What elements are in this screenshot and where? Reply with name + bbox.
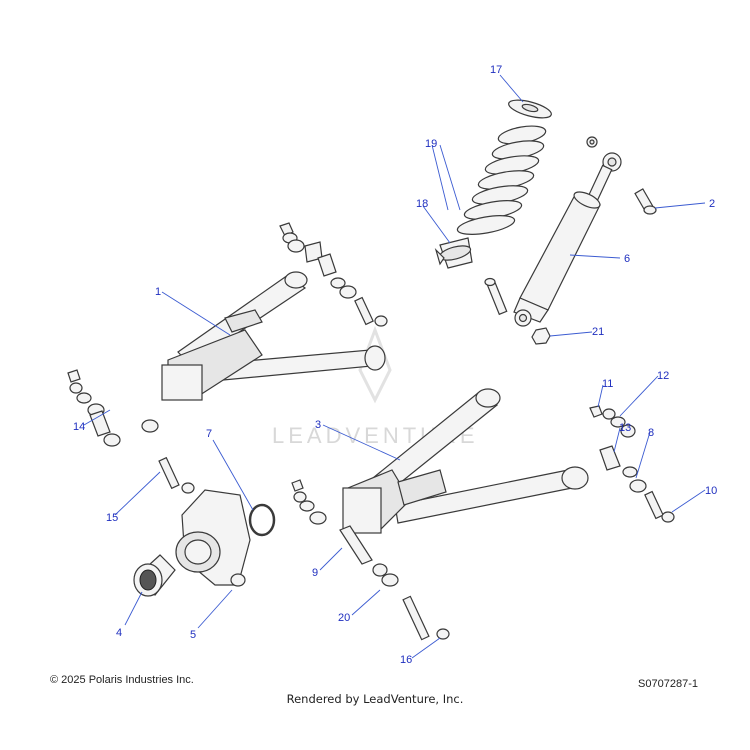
callout-8: 8 — [648, 427, 654, 439]
callout-16: 16 — [400, 654, 412, 666]
copyright-text: © 2025 Polaris Industries Inc. — [50, 674, 194, 686]
part-7-snap-ring[interactable] — [248, 503, 276, 537]
callout-20: 20 — [338, 612, 350, 624]
callout-10: 10 — [705, 485, 717, 497]
upper-arm-hardware[interactable] — [279, 222, 388, 327]
callout-11: 11 — [602, 378, 613, 390]
callout-5: 5 — [190, 629, 196, 641]
callout-3: 3 — [315, 419, 321, 431]
leader-lines — [83, 74, 706, 659]
shock-top-nut[interactable] — [586, 136, 598, 148]
part-19-coil-spring[interactable] — [456, 123, 547, 238]
callout-21: 21 — [592, 326, 604, 338]
callout-7: 7 — [206, 428, 212, 440]
callout-14: 14 — [73, 421, 85, 433]
callout-6: 6 — [624, 253, 630, 265]
part-21-nut[interactable] — [531, 327, 551, 345]
callout-15: 15 — [106, 512, 118, 524]
callout-19: 19 — [425, 138, 437, 150]
callout-13: 13 — [619, 422, 631, 434]
callout-18: 18 — [416, 198, 428, 210]
callout-12: 12 — [657, 370, 669, 382]
bottom-hardware[interactable] — [291, 479, 450, 641]
part-18-lower-spring-seat[interactable] — [434, 237, 473, 269]
part-1-upper-a-arm[interactable] — [161, 271, 386, 401]
diagram-number: S0707287-1 — [638, 678, 698, 690]
rendered-by-text: Rendered by LeadVenture, Inc. — [286, 692, 464, 706]
callout-2: 2 — [709, 198, 715, 210]
callout-1: 1 — [155, 286, 161, 298]
part-3-lower-a-arm[interactable] — [342, 388, 589, 534]
part-2-bolt[interactable] — [634, 188, 657, 215]
left-hardware[interactable] — [67, 369, 195, 494]
shock-lower-bolt[interactable] — [484, 277, 508, 316]
part-4-bearing[interactable] — [133, 554, 176, 597]
part-17-spring-seat[interactable] — [507, 97, 553, 122]
callout-9: 9 — [312, 567, 318, 579]
callout-17: 17 — [490, 64, 502, 76]
part-6-shock-absorber[interactable] — [513, 152, 622, 327]
callout-labels: 1 2 3 4 5 6 7 8 9 10 11 12 13 14 15 16 1… — [73, 64, 717, 666]
part-5-bearing-carrier[interactable] — [175, 489, 251, 587]
right-hardware[interactable] — [589, 405, 675, 523]
callout-4: 4 — [116, 627, 122, 639]
